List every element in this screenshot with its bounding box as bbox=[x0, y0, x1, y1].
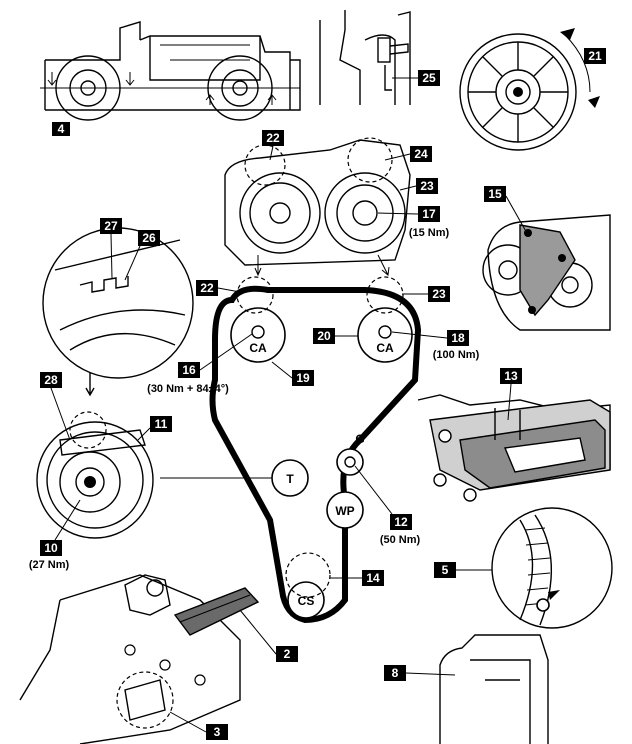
locking-tool-view: 13 bbox=[417, 368, 611, 502]
flywheel-pin-view: 5 bbox=[434, 507, 613, 629]
callout-14-label: 14 bbox=[366, 571, 380, 585]
callout-13 bbox=[500, 368, 522, 384]
callout-24 bbox=[410, 146, 432, 162]
callout-20-label: 20 bbox=[317, 329, 331, 343]
crank-lock-view: 2 3 bbox=[19, 574, 298, 744]
callout-14 bbox=[362, 570, 384, 586]
callout-26-label: 26 bbox=[142, 231, 156, 245]
callout-22-top-label: 22 bbox=[266, 131, 280, 145]
callout-28-label: 28 bbox=[44, 373, 58, 387]
idler-pulley-label: G bbox=[355, 432, 364, 446]
callout-21-label: 21 bbox=[588, 49, 602, 63]
callout-28 bbox=[40, 372, 62, 388]
callout-18 bbox=[447, 330, 469, 346]
timing-belt bbox=[209, 285, 422, 624]
callout-19-label: 19 bbox=[296, 371, 310, 385]
callout-16 bbox=[178, 362, 200, 378]
callout-4-label: 4 bbox=[58, 122, 65, 136]
cam-pulley-right-label: CA bbox=[376, 341, 394, 355]
callout-26 bbox=[138, 230, 160, 246]
callout-2 bbox=[276, 646, 298, 662]
callout-12 bbox=[390, 514, 412, 530]
water-pump-pulley-label: WP bbox=[335, 504, 354, 518]
cam-pulleys-detail: 22 24 23 17 (15 Nm) bbox=[224, 130, 450, 277]
callout-15-label: 15 bbox=[488, 187, 502, 201]
callout-8-label: 8 bbox=[392, 666, 399, 680]
callout-16-label: 16 bbox=[182, 363, 196, 377]
callout-18-label: 18 bbox=[451, 331, 465, 345]
torque-12: (50 Nm) bbox=[380, 534, 421, 546]
callout-21 bbox=[584, 48, 606, 64]
cam-alignment-view: 4 bbox=[40, 21, 301, 136]
callout-25 bbox=[418, 70, 440, 86]
torque-10: (27 Nm) bbox=[29, 559, 70, 571]
callout-22-top bbox=[262, 130, 284, 146]
cam-pulley-right bbox=[357, 307, 413, 363]
torque-17: (15 Nm) bbox=[409, 227, 450, 239]
callout-5-label: 5 bbox=[442, 563, 449, 577]
crank-pulley bbox=[287, 581, 325, 619]
callout-12-label: 12 bbox=[394, 515, 408, 529]
callout-27-label: 27 bbox=[104, 219, 118, 233]
callout-5 bbox=[434, 562, 456, 578]
pin-detail-view: 25 bbox=[319, 10, 440, 105]
callout-11-label: 11 bbox=[155, 417, 168, 431]
cam-sprocket-view: 21 bbox=[459, 28, 606, 151]
callout-15 bbox=[484, 186, 506, 202]
cam-pulley-left-label: CA bbox=[249, 341, 267, 355]
callout-4 bbox=[52, 122, 70, 136]
callout-20 bbox=[313, 328, 335, 344]
tensioner-detail-view: 27 26 28 11 10 (27 Nm) bbox=[29, 218, 194, 571]
bracket-tool-view: 15 bbox=[482, 186, 611, 331]
water-pump-pulley bbox=[326, 491, 364, 529]
callout-24-label: 24 bbox=[414, 147, 428, 161]
callout-23-belt bbox=[428, 286, 450, 302]
callout-8 bbox=[384, 665, 406, 681]
callout-11 bbox=[150, 416, 172, 432]
callout-2-label: 2 bbox=[284, 647, 291, 661]
torque-18: (100 Nm) bbox=[433, 349, 480, 361]
cam-pulley-left bbox=[230, 307, 286, 363]
callout-23-belt-label: 23 bbox=[432, 287, 446, 301]
callout-27 bbox=[100, 218, 122, 234]
housing-view: 8 bbox=[384, 634, 549, 744]
belt-layout: CA CA T G WP CS 22 23 20 18 (100 N bbox=[147, 276, 480, 624]
callout-3 bbox=[206, 724, 228, 740]
callout-13-label: 13 bbox=[504, 369, 518, 383]
callout-19 bbox=[292, 370, 314, 386]
callout-17-label: 17 bbox=[422, 207, 436, 221]
callout-25-label: 25 bbox=[422, 71, 436, 85]
callout-10-label: 10 bbox=[44, 541, 58, 555]
callout-3-label: 3 bbox=[214, 725, 221, 739]
callout-17 bbox=[418, 206, 440, 222]
callout-22-belt-label: 22 bbox=[200, 281, 214, 295]
torque-16: (30 Nm + 84±4°) bbox=[147, 383, 229, 395]
callout-23-top-label: 23 bbox=[420, 179, 434, 193]
tensioner-pulley-label: T bbox=[286, 472, 294, 486]
callout-23-top bbox=[416, 178, 438, 194]
crank-pulley-label: CS bbox=[298, 594, 315, 608]
callout-22-belt bbox=[196, 280, 218, 296]
callout-10 bbox=[40, 540, 62, 556]
